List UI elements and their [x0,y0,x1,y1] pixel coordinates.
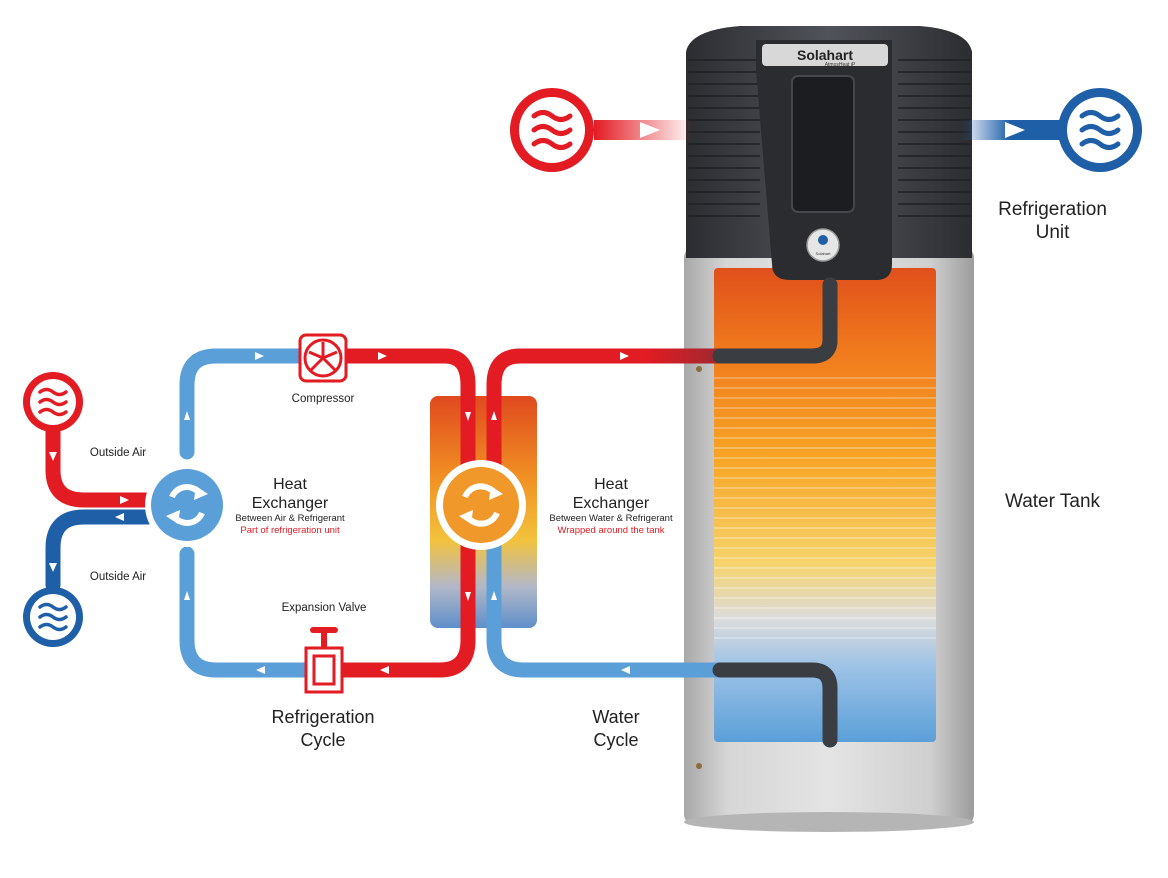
outside-air-label-top: Outside Air [89,447,147,459]
water-cycle-label: Water Cycle [592,707,640,750]
water-tank-label: Water Tank [1004,491,1101,512]
cold-air-icon [1058,88,1142,172]
outside-air-branches [45,424,158,593]
water-cycle-loop [486,277,838,748]
flow-arrows [115,352,630,674]
heat-exchanger-icon [436,460,526,550]
compressor-label: Compressor [291,393,355,405]
refrigeration-unit [686,26,972,280]
cold-air-arrow [1005,122,1025,138]
outside-air-arrows [49,452,57,572]
water-tank [684,246,974,832]
hot-air-icon [510,88,594,172]
fan-grille-left [688,59,760,217]
hot-air-arrow [640,122,660,138]
outside-air-label-bottom: Outside Air [89,571,147,583]
fan-grille-right [898,59,970,217]
heat-exchanger-right-label: Heat Exchanger Between Water & Refrigera… [549,476,673,536]
badge-text: Solahart [815,251,831,256]
control-panel-door [791,75,855,213]
hot-air-icon [23,372,83,432]
tank-coil [714,377,936,639]
compressor-icon [298,333,348,383]
brand-model-text: AtmosHeat iP [824,62,856,68]
refrigeration-unit-label: Refrigeration Unit [998,199,1107,243]
cold-air-icon [23,587,83,647]
heat-exchanger-left-label: Heat Exchanger Between Air & Refrigerant… [235,476,345,536]
refrigeration-cycle-label: Refrigeration Cycle [271,707,375,750]
expansion-valve-icon [304,627,344,694]
heat-exchanger-icon [145,463,229,547]
expansion-valve-label: Expansion Valve [281,602,367,614]
brand-plate [762,44,888,66]
brand-logo-text: Solahart [796,47,853,63]
